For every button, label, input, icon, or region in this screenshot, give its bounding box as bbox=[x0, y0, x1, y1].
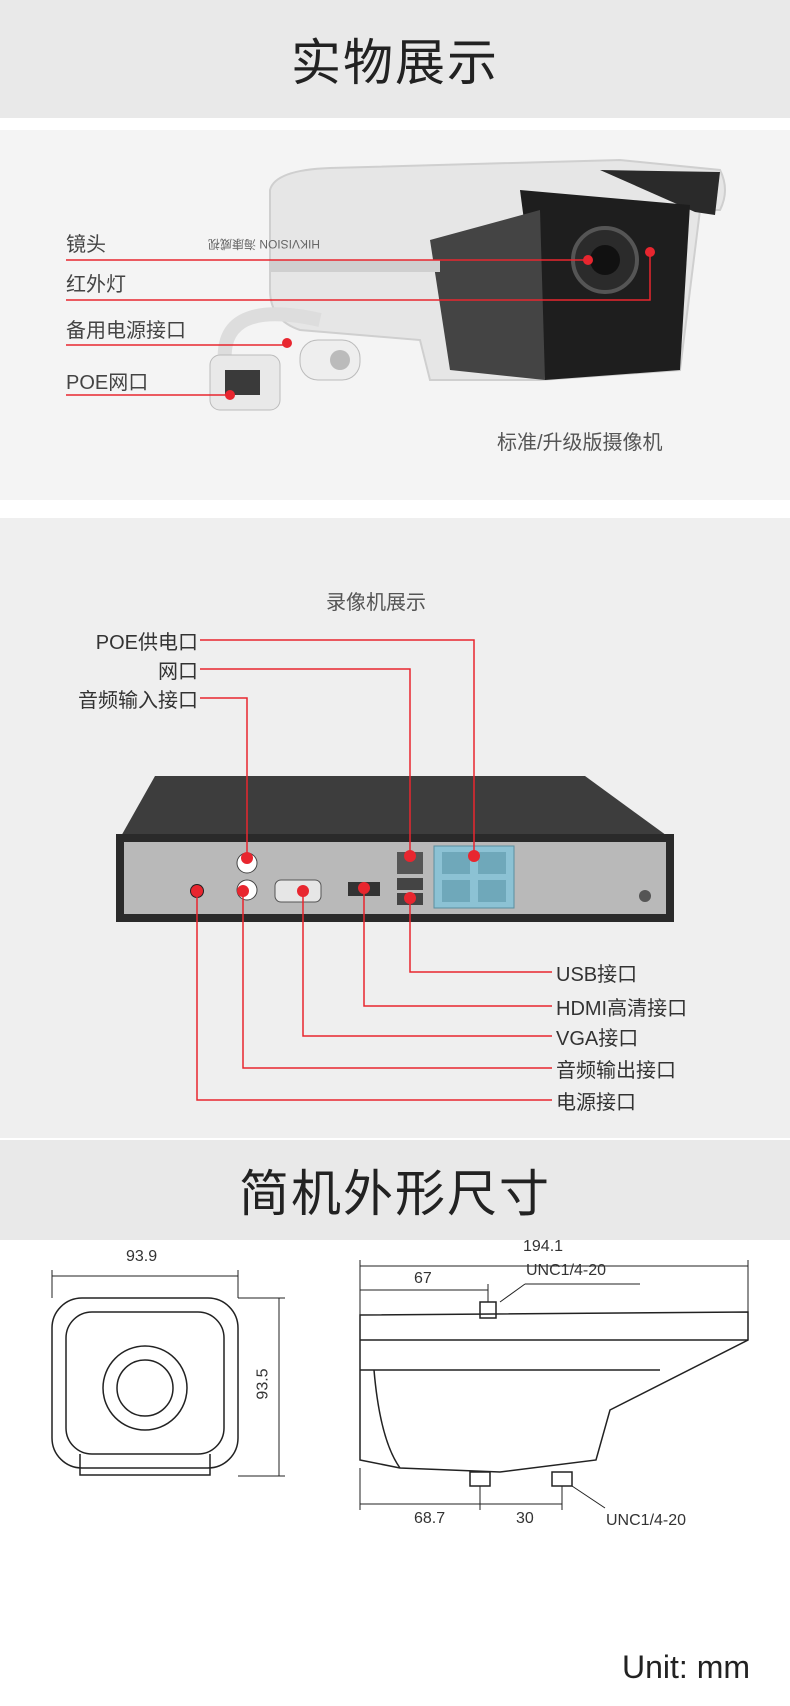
ir-dot bbox=[645, 247, 655, 257]
audio-out-leader-line bbox=[242, 891, 552, 1069]
ir-leader-line bbox=[66, 252, 651, 301]
label-ir: 红外灯 bbox=[66, 274, 126, 296]
power-dot bbox=[191, 885, 203, 897]
dimension-drawings bbox=[51, 1260, 749, 1510]
usb-leader-line bbox=[409, 898, 552, 973]
label-power: 电源接口 bbox=[556, 1092, 636, 1114]
camera-sunshade-edge bbox=[270, 260, 440, 272]
poe-port-1 bbox=[442, 852, 470, 874]
poe-dot bbox=[225, 390, 235, 400]
lens-dot bbox=[583, 255, 593, 265]
vga-dot bbox=[297, 885, 309, 897]
label-poe-power: POE供电口 bbox=[95, 632, 198, 654]
side-view bbox=[359, 1301, 749, 1487]
nvr-illustration bbox=[116, 639, 674, 1101]
dim-front-height: 93.5 bbox=[254, 1368, 272, 1400]
nvr-section: 录像机展示 bbox=[0, 518, 790, 1138]
label-audio-in: 音频输入接口 bbox=[78, 690, 198, 712]
label-audio-out: 音频输出接口 bbox=[556, 1060, 676, 1082]
dimensions-section: 93.9 93.5 194.1 67 UNC1/4-20 68.7 30 UNC… bbox=[0, 1238, 790, 1706]
poe-port-4 bbox=[478, 880, 506, 902]
nvr-rear-panel bbox=[116, 834, 674, 922]
label-hdmi: HDMI高清接口 bbox=[556, 998, 688, 1020]
power-leader-line bbox=[196, 891, 552, 1101]
dim-side-total: 194.1 bbox=[523, 1238, 564, 1255]
camera-section: HIKVISION 海康威视 镜头 红外灯 备用电源接口 POE网口 标准/升级… bbox=[0, 130, 790, 500]
audio-in-dot bbox=[241, 852, 253, 864]
label-poe: POE网口 bbox=[66, 372, 149, 394]
banner-title: 实物展示 bbox=[291, 35, 499, 91]
label-usb: USB接口 bbox=[556, 964, 638, 986]
poe-port-2 bbox=[478, 852, 506, 874]
usb-port-1 bbox=[397, 878, 423, 890]
lens-core bbox=[590, 245, 620, 275]
ground-screw bbox=[639, 890, 651, 902]
hdmi-leader-line bbox=[363, 888, 552, 1007]
nvr-top bbox=[120, 776, 670, 838]
banner-dimensions: 简机外形尺寸 bbox=[0, 1140, 790, 1240]
hdmi-dot bbox=[358, 882, 370, 894]
network-leader-line bbox=[200, 668, 411, 856]
banner-title: 简机外形尺寸 bbox=[239, 1166, 551, 1222]
camera-shadow-side bbox=[430, 210, 545, 380]
network-dot bbox=[404, 850, 416, 862]
front-view bbox=[51, 1297, 239, 1476]
dim-unc-top: UNC1/4-20 bbox=[526, 1262, 607, 1279]
label-lens: 镜头 bbox=[66, 234, 106, 256]
nvr-caption: 录像机展示 bbox=[326, 592, 426, 614]
label-vga: VGA接口 bbox=[556, 1028, 639, 1050]
audio-out-dot bbox=[237, 885, 249, 897]
vga-leader-line bbox=[302, 891, 552, 1037]
network-port bbox=[397, 852, 423, 874]
camera-hood-inner bbox=[600, 170, 720, 215]
poe-power-leader-line bbox=[200, 639, 475, 856]
backup-power-dot bbox=[282, 338, 292, 348]
power-socket bbox=[330, 350, 350, 370]
poe-port-3 bbox=[442, 880, 470, 902]
unit-label: Unit: mm bbox=[622, 1649, 750, 1685]
dim-side-67: 67 bbox=[414, 1270, 432, 1287]
usb-dot bbox=[404, 892, 416, 904]
camera-illustration: HIKVISION 海康威视 bbox=[66, 158, 726, 411]
dim-side-30: 30 bbox=[516, 1510, 534, 1527]
dim-unc-bottom: UNC1/4-20 bbox=[606, 1512, 687, 1529]
dim-front-width: 93.9 bbox=[126, 1248, 158, 1265]
poe-power-dot bbox=[468, 850, 480, 862]
camera-caption: 标准/升级版摄像机 bbox=[497, 432, 663, 454]
audio-in-leader-line bbox=[200, 697, 248, 858]
banner-product-display: 实物展示 bbox=[0, 0, 790, 118]
camera-brand-text: HIKVISION 海康威视 bbox=[208, 237, 320, 252]
label-backup-power: 备用电源接口 bbox=[66, 320, 186, 342]
label-network: 网口 bbox=[158, 661, 198, 683]
dim-side-68-7: 68.7 bbox=[414, 1510, 446, 1527]
